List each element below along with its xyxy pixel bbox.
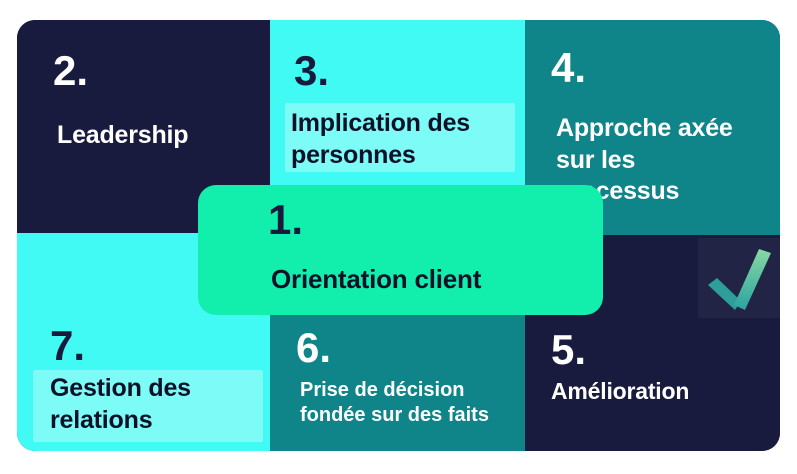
principle-2-block: 2. Leadership — [17, 20, 270, 233]
principle-6-label: Prise de décision fondée sur des faits — [300, 379, 489, 427]
principle-1-number: 1. — [268, 196, 304, 243]
principle-4-number: 4. — [551, 44, 587, 91]
principle-5-number: 5. — [551, 326, 587, 373]
principle-7-number: 7. — [50, 322, 86, 369]
check-panel — [698, 238, 780, 318]
quality-principles-card: 2. Leadership 3. Implication des personn… — [17, 20, 780, 451]
principle-1-card: 1. Orientation client — [198, 185, 603, 315]
principle-3-number: 3. — [294, 47, 330, 94]
principle-7-highlight: Gestion des relations — [33, 370, 263, 442]
principle-2-label: Leadership — [57, 121, 189, 149]
principle-6-number: 6. — [296, 324, 332, 371]
check-icon — [708, 249, 778, 311]
principle-3-highlight: Implication des personnes — [285, 103, 515, 172]
principle-1-label: Orientation client — [271, 264, 482, 294]
principle-5-label: Amélioration — [551, 378, 690, 404]
principle-2-number: 2. — [53, 47, 89, 94]
principle-7-label: Gestion des relations — [50, 374, 191, 434]
principle-3-label: Implication des personnes — [291, 109, 470, 169]
